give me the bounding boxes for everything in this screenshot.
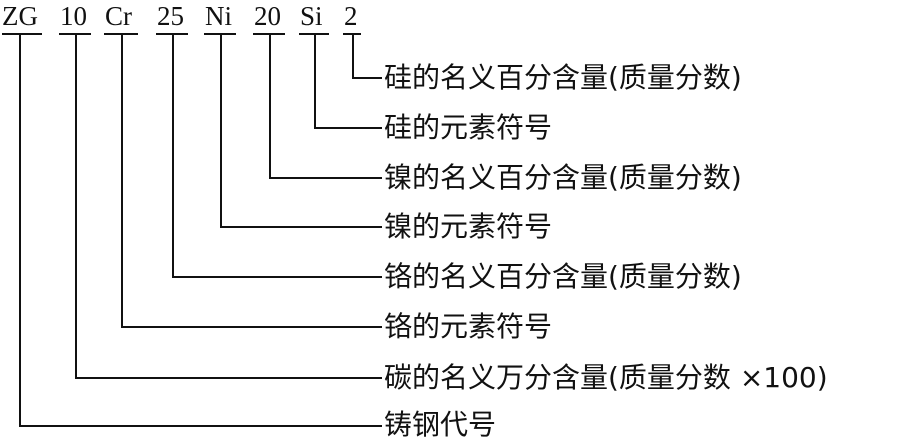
leader-vertical-25 — [172, 35, 174, 277]
underline-20 — [253, 33, 285, 35]
label-silicon-content: 硅的名义百分含量(质量分数) — [384, 61, 742, 94]
label-silicon-symbol: 硅的元素符号 — [384, 111, 553, 144]
leader-horizontal-2 — [352, 77, 382, 79]
label-cast-steel-code: 铸钢代号 — [384, 408, 497, 441]
label-nickel-symbol: 镍的元素符号 — [384, 210, 553, 243]
leader-horizontal-zg — [19, 425, 382, 427]
code-10: 10 — [60, 1, 87, 31]
label-chromium-symbol: 铬的元素符号 — [384, 310, 553, 343]
leader-vertical-ni — [220, 35, 222, 227]
code-25: 25 — [157, 1, 184, 31]
code-ni: Ni — [205, 1, 232, 31]
leader-horizontal-cr — [121, 326, 382, 328]
underline-cr — [104, 33, 138, 35]
label-nickel-content: 镍的名义百分含量(质量分数) — [384, 161, 742, 194]
leader-horizontal-ni — [220, 226, 382, 228]
label-carbon-content: 碳的名义万分含量(质量分数 ×100) — [384, 361, 828, 394]
leader-vertical-2 — [352, 35, 354, 78]
code-20: 20 — [254, 1, 281, 31]
underline-zg — [2, 33, 42, 35]
underline-25 — [156, 33, 188, 35]
leader-vertical-cr — [121, 35, 123, 327]
code-2: 2 — [344, 1, 358, 31]
leader-horizontal-10 — [75, 377, 382, 379]
underline-10 — [59, 33, 91, 35]
code-si: Si — [300, 1, 323, 31]
underline-si — [299, 33, 329, 35]
label-chromium-content: 铬的名义百分含量(质量分数) — [384, 260, 742, 293]
leader-horizontal-25 — [172, 276, 382, 278]
code-cr: Cr — [105, 1, 132, 31]
leader-vertical-zg — [19, 35, 21, 426]
underline-ni — [204, 33, 236, 35]
leader-horizontal-20 — [269, 177, 382, 179]
underline-2 — [343, 33, 361, 35]
leader-horizontal-si — [314, 127, 382, 129]
code-zg: ZG — [2, 1, 38, 31]
leader-vertical-10 — [75, 35, 77, 378]
leader-vertical-20 — [269, 35, 271, 178]
leader-vertical-si — [314, 35, 316, 128]
